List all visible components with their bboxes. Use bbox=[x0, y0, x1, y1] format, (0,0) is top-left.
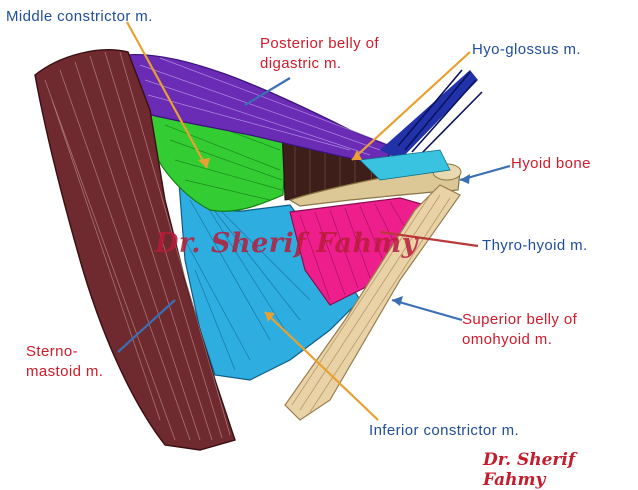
label-posterior-belly-line2: digastric m. bbox=[260, 55, 342, 72]
thyrohyoid-pointer bbox=[379, 230, 479, 248]
watermark-corner: Dr. Sherif Fahmy bbox=[483, 450, 576, 490]
label-superior-belly-line1: Superior belly of bbox=[462, 311, 578, 328]
inferior-constrictor-fibers bbox=[184, 194, 311, 371]
sternomastoid-fibers bbox=[44, 51, 231, 441]
label-inferior-constrictor: Inferior constrictor m. bbox=[369, 422, 520, 439]
anatomy-diagram: Middle constrictor m. Posterior belly of… bbox=[6, 8, 591, 490]
sternomastoid-muscle bbox=[34, 49, 236, 451]
label-middle-constrictor: Middle constrictor m. bbox=[6, 8, 153, 25]
label-hyoid-bone: Hyoid bone bbox=[511, 155, 591, 172]
pointer-lines bbox=[117, 21, 511, 421]
muscle-illustration bbox=[34, 21, 511, 451]
label-posterior-belly-line1: Posterior belly of bbox=[260, 35, 379, 52]
hyoglossus-pointer bbox=[351, 51, 471, 161]
label-hyoglossus: Hyo-glossus m. bbox=[472, 41, 581, 58]
omohyoid-superior-belly bbox=[284, 184, 461, 421]
sternomastoid-pointer bbox=[117, 299, 176, 353]
watermark-center: Dr. Sherif Fahmy bbox=[155, 228, 418, 259]
digastric-fibers bbox=[139, 57, 391, 156]
label-sternomastoid-line1: Sterno- bbox=[26, 343, 78, 360]
omohyoid-pointer bbox=[391, 298, 463, 322]
hyoglossus-cyan-part bbox=[359, 149, 451, 181]
label-superior-belly-line2: omohyoid m. bbox=[462, 331, 553, 348]
label-thyrohyoid: Thyro-hyoid m. bbox=[482, 237, 588, 254]
middle-constrictor-pointer bbox=[126, 21, 208, 169]
inferior-constrictor-pointer bbox=[264, 311, 379, 421]
digastric-pointer bbox=[244, 77, 291, 106]
pointer-arrowheads bbox=[198, 150, 470, 322]
label-sternomastoid-line2: mastoid m. bbox=[26, 363, 104, 380]
stylo-fibers bbox=[397, 69, 483, 156]
